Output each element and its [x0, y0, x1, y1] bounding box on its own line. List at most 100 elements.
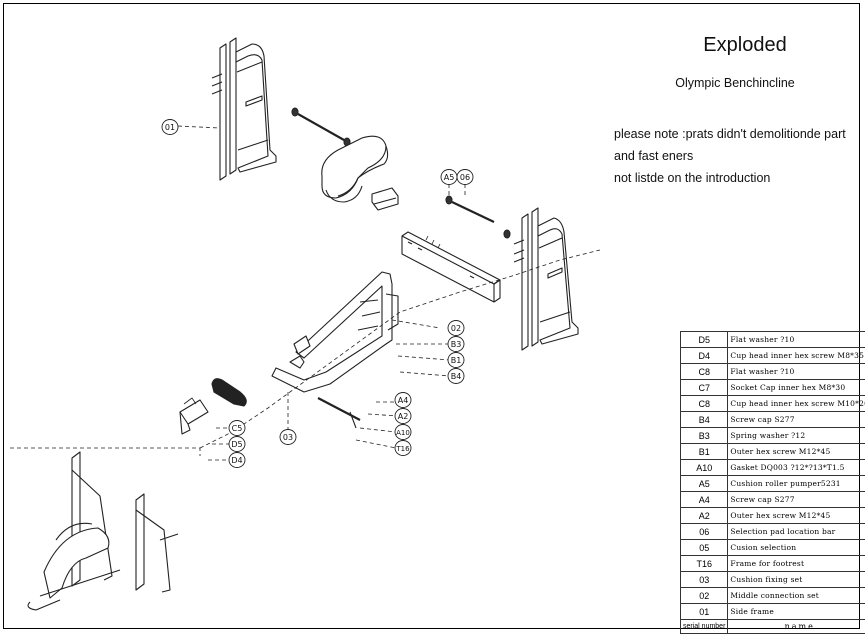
- leader-lines: [10, 126, 600, 460]
- part-code-cell: B3: [681, 428, 728, 444]
- part-code-cell: 02: [681, 588, 728, 604]
- callout-label: T16: [395, 445, 410, 453]
- callout-label: A10: [396, 429, 410, 437]
- part-code-cell: B1: [681, 444, 728, 460]
- callout-label: A4: [398, 396, 409, 405]
- part-code-cell: 05: [681, 540, 728, 556]
- callout-label: 03: [283, 433, 293, 442]
- side-frame-right: [514, 208, 578, 350]
- part-name-cell: Outer hex screw M12*45: [728, 508, 865, 524]
- part-name-cell: Spring washer ?12: [728, 428, 865, 444]
- callout-d5: D5: [229, 437, 245, 452]
- callout-b1: B1: [448, 353, 464, 368]
- part-name-cell: Socket Cap inner hex M8*30: [728, 380, 865, 396]
- callout-label: 02: [451, 324, 461, 333]
- part-code-cell: C7: [681, 380, 728, 396]
- callout-label: A2: [398, 412, 409, 421]
- callout-06: 06: [457, 170, 473, 185]
- part-name-cell: Cup head inner hex screw M8*35: [728, 348, 865, 364]
- footrest-bar: [318, 398, 360, 428]
- callout-b4: B4: [448, 369, 464, 384]
- callout-label: 01: [165, 123, 175, 132]
- callout-label: A5: [444, 173, 455, 182]
- part-name-cell: Flat washer ?10: [728, 364, 865, 380]
- callout-t16: T16: [395, 441, 411, 456]
- part-code-cell: 01: [681, 604, 728, 620]
- callout-label: C5: [232, 424, 243, 433]
- callout-a2: A2: [395, 409, 411, 424]
- part-code-cell: 03: [681, 572, 728, 588]
- callout-03: 03: [280, 430, 296, 445]
- part-name-cell: Flat washer ?10: [728, 332, 865, 348]
- part-name-cell: Middle connection set: [728, 588, 865, 604]
- part-name-cell: Gasket DQ003 ?12*?13*T1.5: [728, 460, 865, 476]
- callout-c5: C5: [229, 421, 245, 436]
- part-code-cell: B4: [681, 412, 728, 428]
- part-name-cell: Cup head inner hex screw M10*20: [728, 396, 865, 412]
- part-name-cell: Screw cap S277: [728, 412, 865, 428]
- callout-a4: A4: [395, 393, 411, 408]
- callout-label: 06: [460, 173, 470, 182]
- seat-cushion: [322, 136, 398, 210]
- main-incline-frame: [272, 272, 398, 392]
- part-name-cell: Side frame: [728, 604, 865, 620]
- table-row: A4 Screw cap S2773: [681, 492, 865, 508]
- table-header-row: serial numbernamequantity: [681, 620, 865, 634]
- part-code-cell: D5: [681, 332, 728, 348]
- serial-number-header: serial number: [681, 620, 728, 634]
- part-name-cell: Cusion selection: [728, 540, 865, 556]
- part-name-cell: Frame for footrest: [728, 556, 865, 572]
- part-code-cell: C8: [681, 396, 728, 412]
- selection-pad-bar: [446, 196, 510, 238]
- callout-label: B3: [451, 340, 462, 349]
- callout-d4: D4: [229, 453, 245, 468]
- part-code-cell: T16: [681, 556, 728, 572]
- part-name-cell: Cushion roller pumper5231: [728, 476, 865, 492]
- assembled-view: [28, 452, 178, 610]
- callout-label: D4: [231, 456, 242, 465]
- callout-01: 01: [162, 120, 178, 135]
- callout-a10: A10: [395, 425, 411, 440]
- callout-label: B1: [451, 356, 462, 365]
- part-name-cell: Cushion fixing set: [728, 572, 865, 588]
- part-code-cell: A4: [681, 492, 728, 508]
- callout-b3: B3: [448, 337, 464, 352]
- part-code-cell: A5: [681, 476, 728, 492]
- part-code-cell: D4: [681, 348, 728, 364]
- part-code-cell: A10: [681, 460, 728, 476]
- part-name-cell: Screw cap S277: [728, 492, 865, 508]
- part-name-cell: Outer hex screw M12*45: [728, 444, 865, 460]
- part-name-cell: Selection pad location bar: [728, 524, 865, 540]
- callout-02: 02: [448, 321, 464, 336]
- side-frame-left: [212, 38, 276, 180]
- cushion-rod: [292, 108, 350, 146]
- part-code-cell: A2: [681, 508, 728, 524]
- part-code-cell: 06: [681, 524, 728, 540]
- part-code-cell: C8: [681, 364, 728, 380]
- middle-connection-crossbar: [402, 232, 500, 302]
- callout-label: B4: [451, 372, 462, 381]
- callout-a5: A5: [441, 170, 457, 185]
- name-header: name: [728, 620, 865, 634]
- callout-label: D5: [231, 440, 242, 449]
